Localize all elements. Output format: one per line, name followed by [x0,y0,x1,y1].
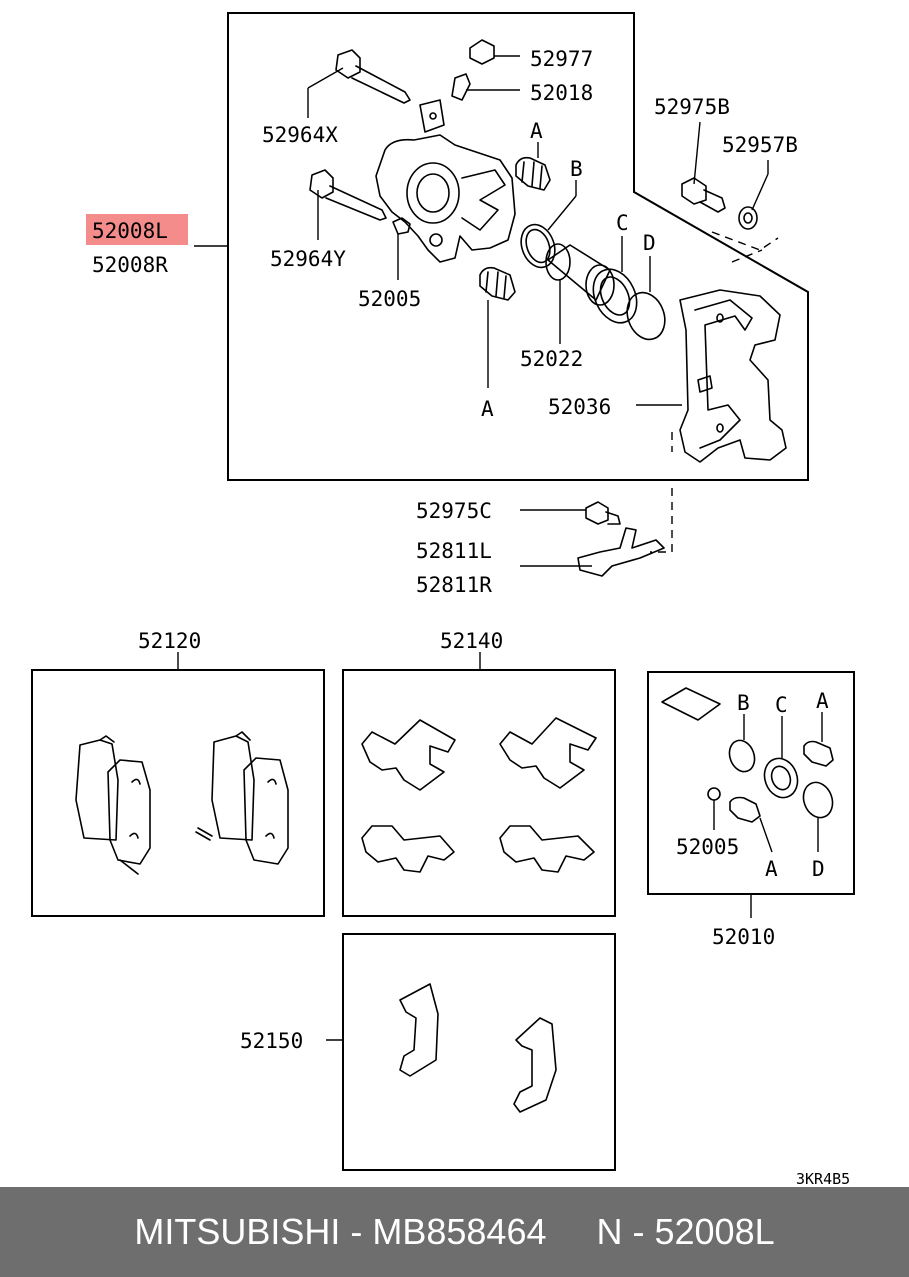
anti-squeal-clips-drawing [361,717,597,873]
part-label-a2: A [481,397,494,421]
guide-pin-upper-drawing [335,49,411,104]
part-label-52957b: 52957B [722,133,798,157]
guide-pin-lower-drawing [309,169,387,221]
part-label-52975c: 52975C [416,499,492,523]
caliper-bracket-drawing [679,289,787,463]
pin-boot-lower-drawing [479,266,516,301]
caliper-assembly-frame [227,12,809,481]
part-label-52977: 52977 [530,47,593,71]
part-label-52811l: 52811L [416,539,492,563]
part-label-52964y: 52964Y [270,247,346,271]
part-label-a1: A [530,119,543,143]
part-label-52036: 52036 [548,395,611,419]
part-label-b1: B [570,157,583,181]
part-label-52140: 52140 [440,629,503,653]
selected-part-highlight [86,214,188,245]
washer-drawing [738,206,758,230]
part-label-a3: A [816,689,829,713]
part-label-52008r: 52008R [92,253,168,277]
clip-set-frame [342,669,616,917]
bleeder-cap-drawing [469,39,495,65]
part-label-52018: 52018 [530,81,593,105]
piston-seal-drawing [520,223,556,269]
piston-boot-drawing [592,268,638,324]
part-label-d1: D [643,231,656,255]
bracket-bolt-drawing [681,177,726,213]
part-label-b2: B [737,691,750,715]
wear-sensor-drawing [577,527,665,577]
diagram-reference-code: 3KR4B5 [796,1170,850,1187]
part-info-footer: MITSUBISHI - MB858464 N - 52008L [0,1187,909,1277]
shim-set-frame [342,933,616,1171]
parts-diagram: 52977 52018 52964X 52975B 52957B A B C D… [31,12,855,1187]
part-label-52975b: 52975B [654,95,730,119]
sensor-bolt-drawing [585,501,621,525]
part-label-52120: 52120 [138,629,201,653]
part-label-52008l: 52008L [92,219,168,243]
part-info-text: MITSUBISHI - MB858464 N - 52008L [134,1211,775,1252]
brake-pads-drawing [75,731,289,875]
part-label-c2: C [775,693,788,717]
part-label-52811r: 52811R [416,573,492,597]
pad-shims-drawing [399,983,557,1113]
part-label-52005-kit: 52005 [676,835,739,859]
bushing-drawing [392,217,411,235]
part-label-d2: D [812,857,825,881]
part-label-a4: A [765,857,778,881]
pin-boot-upper-drawing [515,156,551,191]
caliper-body-drawing [375,99,516,263]
bleeder-screw-drawing [451,73,471,101]
retaining-ring-drawing [626,291,666,341]
part-label-52005-upper: 52005 [358,287,421,311]
part-label-c1: C [616,211,629,235]
part-label-52022: 52022 [520,347,583,371]
part-label-52964x: 52964X [262,123,338,147]
seal-kit-drawing [661,687,834,853]
piston-drawing [545,243,615,306]
part-label-52010: 52010 [712,925,775,949]
part-label-52150: 52150 [240,1029,303,1053]
